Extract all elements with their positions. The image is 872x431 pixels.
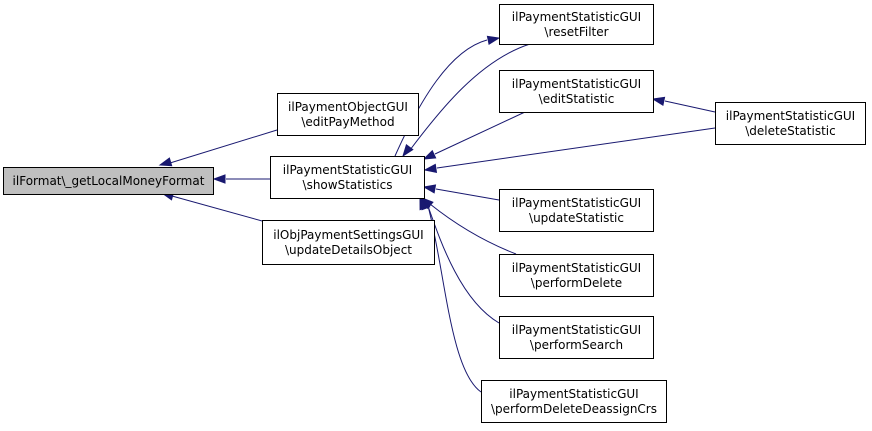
node-label-line: ilFormat\_getLocalMoneyFormat [13, 174, 205, 188]
edge-updateStatistic-to-showStatistics [422, 184, 500, 201]
arrowhead-icon [402, 143, 414, 158]
arrowhead-icon [422, 149, 437, 160]
node-label-line: \showStatistics [303, 178, 393, 192]
node-editStatistic[interactable]: ilPaymentStatisticGUI\editStatistic [499, 70, 654, 113]
arrowhead-icon [212, 174, 226, 184]
node-updateStatistic[interactable]: ilPaymentStatisticGUI\updateStatistic [499, 189, 654, 232]
edge-editStatistic-to-showStatistics [422, 111, 526, 160]
node-label-line: \deleteStatistic [745, 124, 835, 138]
node-label-line: ilPaymentStatisticGUI [512, 77, 641, 91]
node-box[interactable] [499, 4, 654, 45]
node-box[interactable] [262, 220, 435, 265]
edge-showStatistics-to-root [212, 174, 270, 184]
arrowhead-icon [419, 196, 429, 211]
edge-showStatistics-to-resetFilter [394, 35, 501, 157]
nodes: ilFormat\_getLocalMoneyFormat ilPaymentOb… [3, 4, 866, 423]
node-label-line: ilPaymentStatisticGUI [283, 163, 412, 177]
edge-line [429, 203, 517, 255]
edge-updateDetailsObject-to-root [160, 191, 274, 225]
node-box[interactable] [3, 167, 214, 195]
node-label-line: ilPaymentStatisticGUI [512, 196, 641, 210]
edge-line [169, 129, 278, 164]
edge-line [664, 100, 716, 113]
node-label-line: ilPaymentStatisticGUI [509, 387, 638, 401]
node-label-line: ilPaymentStatisticGUI [726, 109, 855, 123]
node-label-line: \performDeleteDeassignCrs [491, 402, 657, 416]
edge-line [394, 39, 488, 157]
arrowhead-icon [423, 163, 438, 174]
node-label-line: \editPayMethod [301, 115, 394, 129]
arrowhead-icon [158, 157, 173, 167]
node-box[interactable] [481, 380, 667, 423]
node-performDelete[interactable]: ilPaymentStatisticGUI\performDelete [499, 254, 654, 297]
node-label-line: \editStatistic [539, 92, 615, 106]
edge-resetFilter-to-showStatistics [402, 43, 531, 158]
node-label-line: ilPaymentObjectGUI [288, 100, 408, 114]
node-label-line: \performDelete [531, 276, 622, 290]
edge-deleteStatistic-to-editStatistic [651, 96, 716, 113]
node-box[interactable] [499, 316, 654, 359]
edge-line [171, 195, 274, 225]
node-editPayMethod[interactable]: ilPaymentObjectGUI\editPayMethod [277, 93, 419, 136]
node-label-line: ilObjPaymentSettingsGUI [273, 228, 423, 242]
edges [158, 35, 716, 393]
edge-line [435, 188, 500, 201]
edge-editPayMethod-to-root [158, 129, 278, 167]
node-performSearch[interactable]: ilPaymentStatisticGUI\performSearch [499, 316, 654, 359]
node-label-line: \performSearch [530, 338, 623, 352]
node-label-line: ilPaymentStatisticGUI [512, 261, 641, 275]
edge-line [436, 127, 716, 169]
node-updateDetailsObject[interactable]: ilObjPaymentSettingsGUI\updateDetailsObj… [262, 220, 435, 265]
edge-line [409, 43, 531, 151]
node-root[interactable]: ilFormat\_getLocalMoneyFormat [3, 167, 214, 195]
node-label-line: \resetFilter [544, 25, 608, 39]
node-box[interactable] [270, 156, 425, 199]
edge-line [427, 205, 500, 324]
node-box[interactable] [277, 93, 419, 136]
node-label-line: ilPaymentStatisticGUI [512, 10, 641, 24]
edge-deleteStatistic-to-showStatistics [423, 127, 716, 174]
node-performDeleteDeassignCrs[interactable]: ilPaymentStatisticGUI\performDeleteDeass… [481, 380, 667, 423]
node-label-line: \updateDetailsObject [285, 243, 412, 257]
arrowhead-icon [486, 35, 501, 45]
edge-line [434, 111, 526, 155]
node-box[interactable] [715, 102, 866, 145]
node-resetFilter[interactable]: ilPaymentStatisticGUI\resetFilter [499, 4, 654, 45]
node-box[interactable] [499, 189, 654, 232]
node-showStatistics[interactable]: ilPaymentStatisticGUI\showStatistics [270, 156, 425, 199]
node-box[interactable] [499, 254, 654, 297]
arrowhead-icon [422, 184, 437, 194]
node-label-line: \updateStatistic [529, 211, 624, 225]
arrowhead-icon [651, 96, 666, 106]
node-deleteStatistic[interactable]: ilPaymentStatisticGUI\deleteStatistic [715, 102, 866, 145]
node-box[interactable] [499, 70, 654, 113]
node-label-line: ilPaymentStatisticGUI [512, 323, 641, 337]
